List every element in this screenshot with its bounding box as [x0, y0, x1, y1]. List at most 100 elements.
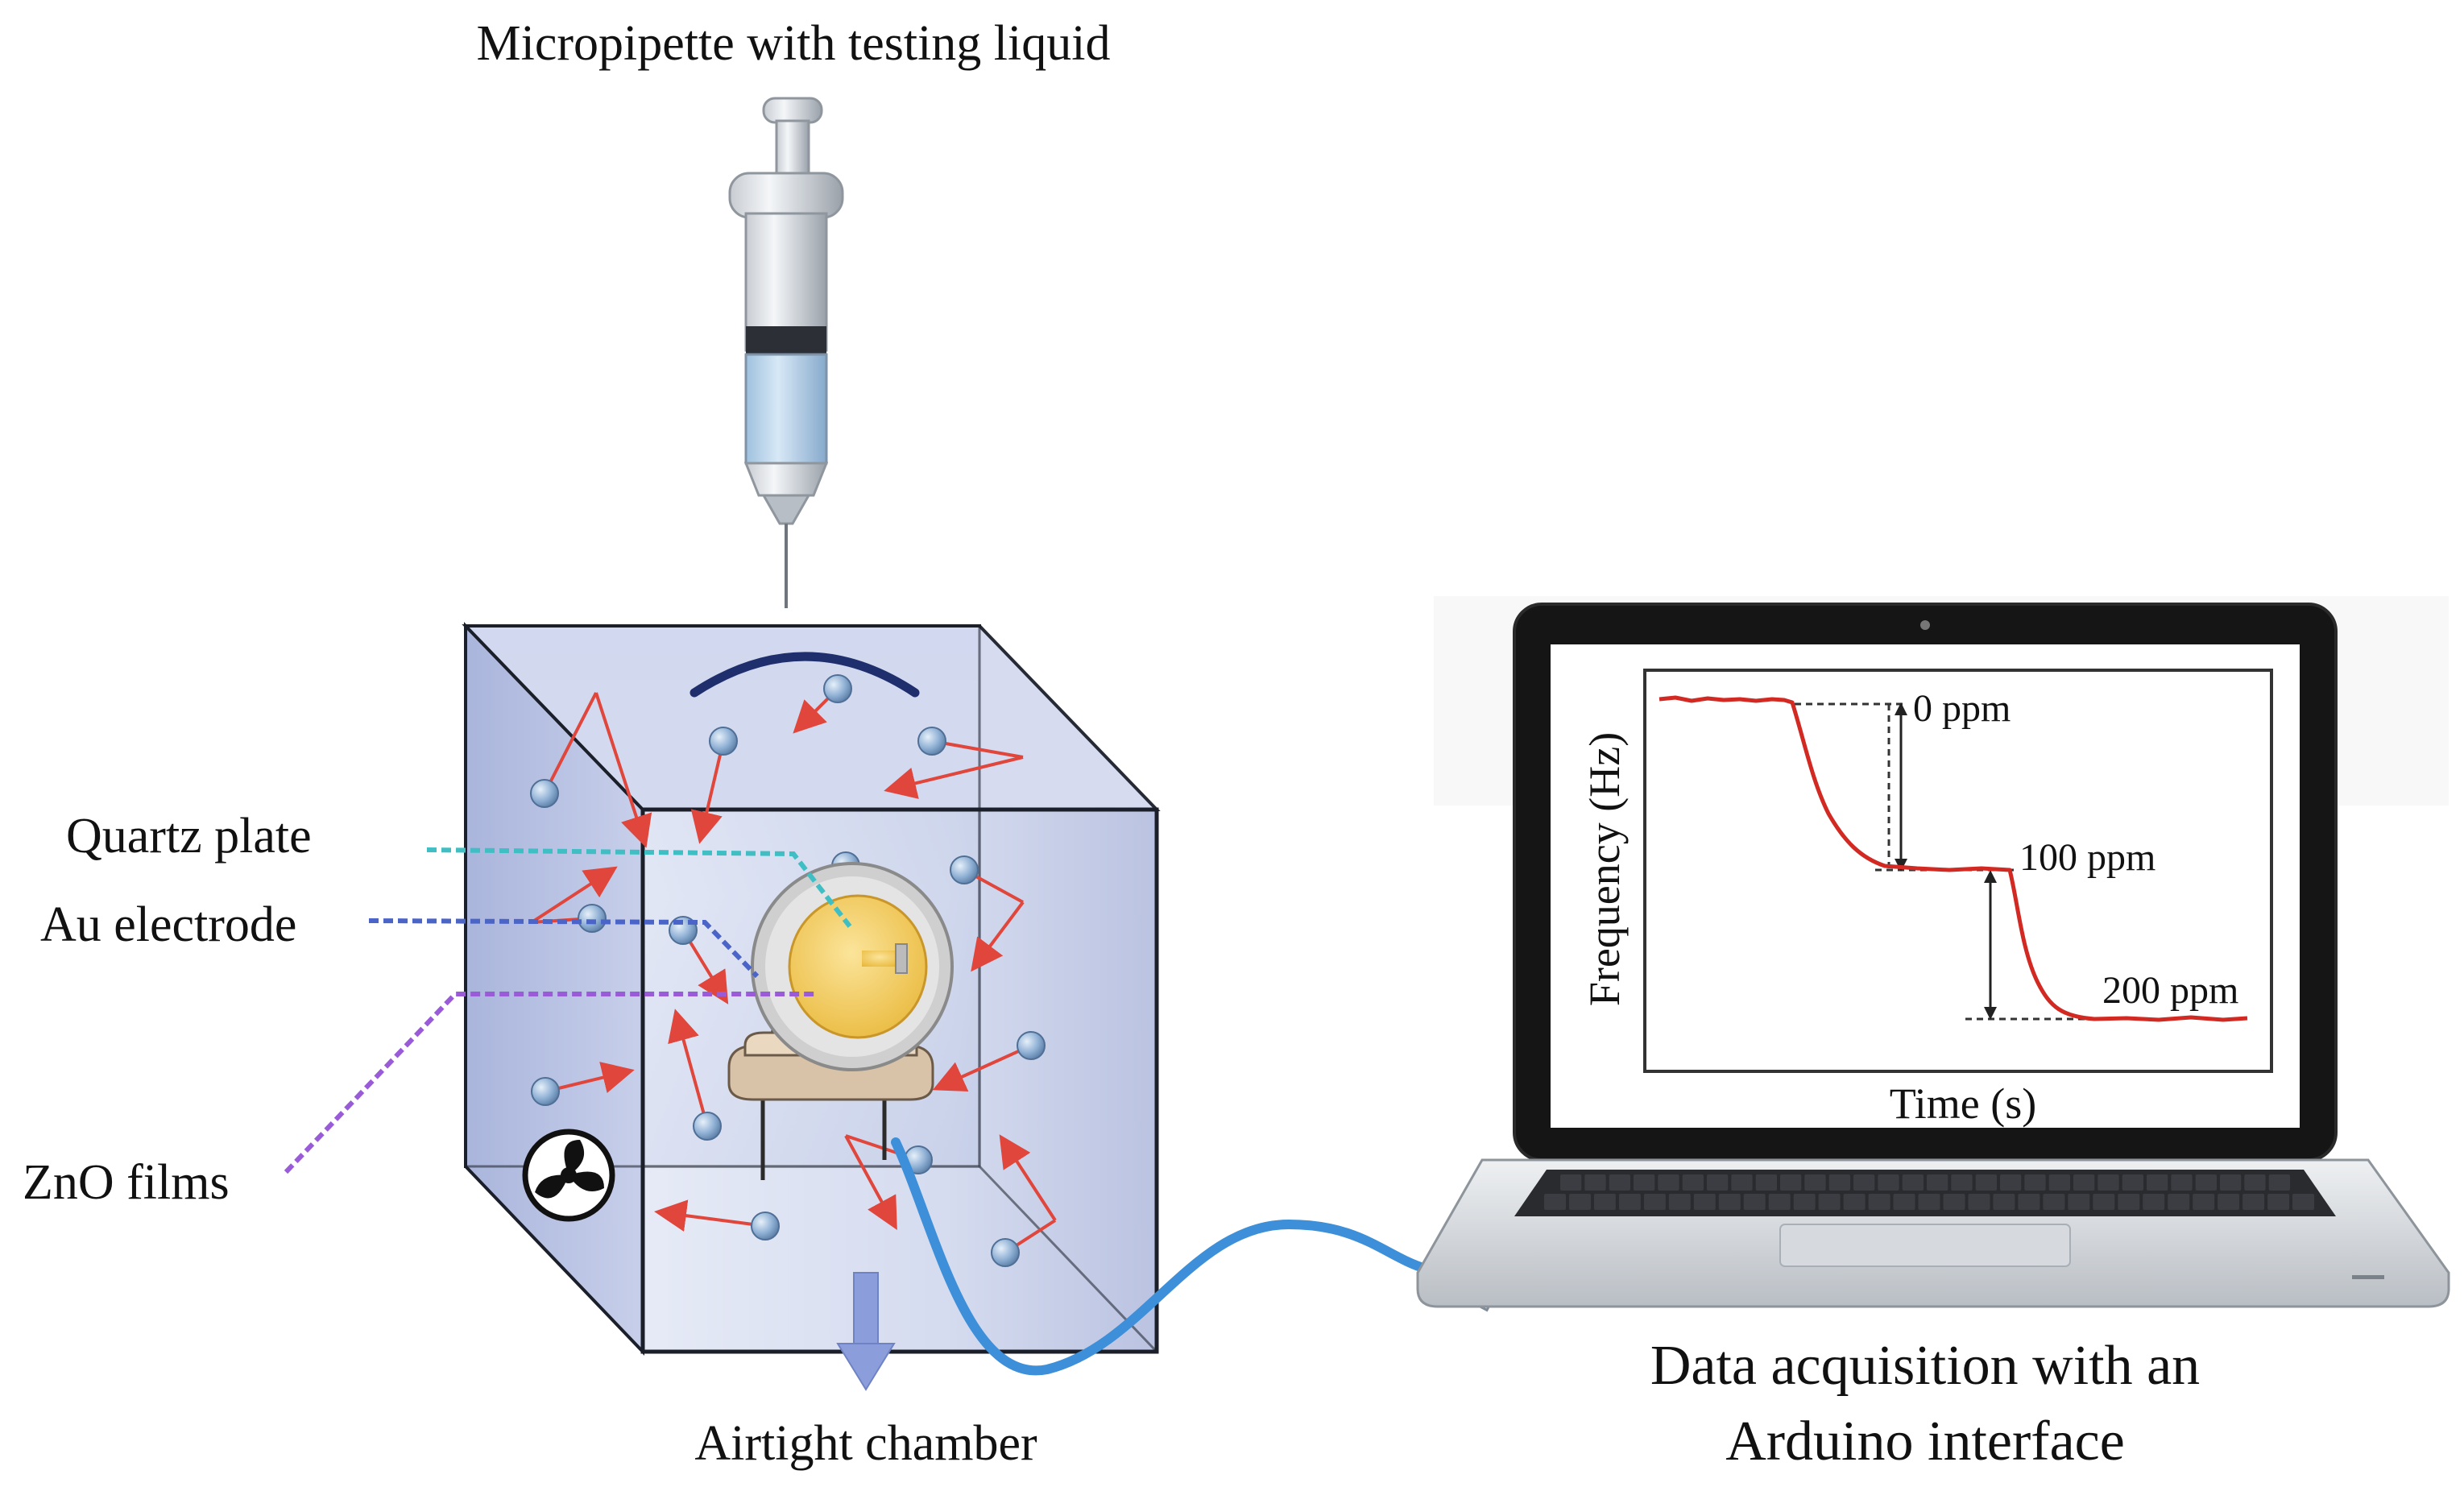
keyboard-key [2268, 1174, 2290, 1191]
frequency-curve [1659, 695, 2248, 1022]
keyboard-key [1768, 1194, 1791, 1210]
keyboard-key [1975, 1174, 1997, 1191]
keyboard-key [1544, 1194, 1566, 1210]
keyboard-key [1878, 1174, 1899, 1191]
keyboard-key [1584, 1174, 1606, 1191]
keyboard-key [1927, 1174, 1948, 1191]
motion-arrow [594, 692, 652, 848]
annotation-0ppm: 0 ppm [1913, 687, 2011, 730]
keyboard-key [1968, 1194, 1990, 1210]
keyboard-key [2242, 1194, 2265, 1210]
micropipette-syringe [728, 97, 844, 608]
keyboard-key [1868, 1194, 1890, 1210]
keyboard-key [2122, 1174, 2143, 1191]
keyboard-key [1893, 1194, 1915, 1210]
motion-arrow [690, 740, 725, 844]
keyboard-key [1780, 1174, 1802, 1191]
keyboard-key [1993, 1194, 2015, 1210]
keyboard-key [2143, 1194, 2165, 1210]
keyboard-key [2193, 1194, 2215, 1210]
au-electrode [788, 894, 928, 1039]
keyboard-key [1668, 1194, 1691, 1210]
keyboard-key [1828, 1174, 1850, 1191]
keyboard-key [1731, 1174, 1753, 1191]
keyboard-key [1643, 1194, 1666, 1210]
gas-molecule [991, 1238, 1020, 1267]
motion-arrow [884, 756, 1024, 799]
keyboard-key [2000, 1174, 2022, 1191]
keyboard-key [2267, 1194, 2290, 1210]
keyboard-key [1593, 1194, 1616, 1210]
motion-arrow [543, 692, 598, 794]
keyboard-key [1618, 1194, 1641, 1210]
keyboard-key [1755, 1174, 1777, 1191]
daq-label-line1: Data acquisition with an [1650, 1335, 2200, 1397]
electrode-leader-line [368, 918, 760, 979]
keyboard-key [1918, 1194, 1940, 1210]
keyboard-key [2073, 1174, 2095, 1191]
gas-molecule [530, 779, 559, 808]
keyboard-key [1560, 1174, 1582, 1191]
keyboard-key [2171, 1174, 2193, 1191]
chart-xlabel: Time (s) [1890, 1079, 2037, 1128]
gas-molecule [531, 1077, 560, 1106]
keyboard-key [2048, 1174, 2070, 1191]
keyboard-key [1853, 1174, 1875, 1191]
gas-molecule [709, 727, 738, 756]
keyboard-key [2093, 1194, 2115, 1210]
gas-molecule [578, 904, 607, 933]
gas-molecule [1017, 1031, 1046, 1060]
keyboard-key [2244, 1174, 2266, 1191]
keyboard-key [1818, 1194, 1841, 1210]
keyboard-key [2292, 1194, 2314, 1210]
frequency-chart: 0 ppm 100 ppm 200 ppm Frequency (Hz) Tim… [1580, 669, 2273, 1128]
keyboard-key [2168, 1194, 2190, 1210]
keyboard-key [1793, 1194, 1816, 1210]
keyboard-key [1943, 1194, 1965, 1210]
keyboard-key [1902, 1174, 1924, 1191]
quartz-label: Quartz plate [66, 809, 312, 864]
annotation-100ppm: 100 ppm [2019, 836, 2155, 879]
annotation-200ppm: 200 ppm [2102, 969, 2238, 1012]
motion-arrow [931, 739, 1024, 759]
motion-arrow [654, 1199, 766, 1232]
keyboard-key [1843, 1194, 1866, 1210]
motion-arrow [971, 901, 1025, 972]
keyboard-key [1718, 1194, 1741, 1210]
motion-arrow [530, 866, 618, 924]
motion-arrow [844, 1135, 897, 1231]
keyboard-key [1682, 1174, 1704, 1191]
outlet-arrow [836, 1272, 896, 1391]
keyboard-keys [1544, 1174, 2314, 1210]
motion-arrow [668, 1009, 709, 1127]
chart-ylabel: Frequency (Hz) [1580, 732, 1629, 1006]
zno-leader-line [284, 992, 818, 1174]
motion-arrow [999, 1134, 1057, 1222]
keyboard-key [1658, 1174, 1679, 1191]
keyboard-key [1693, 1194, 1716, 1210]
syringe-label: Micropipette with testing liquid [477, 16, 1111, 71]
keyboard-key [2098, 1174, 2119, 1191]
keyboard-key [2195, 1174, 2217, 1191]
usb-cable [891, 1137, 1431, 1376]
keyboard-key [2068, 1194, 2090, 1210]
keyboard-key [1743, 1194, 1766, 1210]
keyboard-key [1569, 1194, 1591, 1210]
keyboard-key [1634, 1174, 1655, 1191]
zno-label: ZnO films [23, 1155, 230, 1210]
keyboard-key [2043, 1194, 2065, 1210]
keyboard-key [1951, 1174, 1973, 1191]
keyboard-key [2220, 1174, 2242, 1191]
quartz-leader-line [426, 847, 852, 928]
keyboard-key [2018, 1194, 2040, 1210]
qcm-sensor [727, 862, 954, 1180]
keyboard-key [2024, 1174, 2046, 1191]
keyboard-key [1804, 1174, 1826, 1191]
daq-label-line2: Arduino interface [1725, 1410, 2125, 1473]
keyboard-key [2147, 1174, 2168, 1191]
gas-molecule [693, 1112, 722, 1141]
gas-molecule [751, 1212, 780, 1241]
keyboard-key [1609, 1174, 1630, 1191]
chamber-label: Airtight chamber [694, 1416, 1037, 1471]
